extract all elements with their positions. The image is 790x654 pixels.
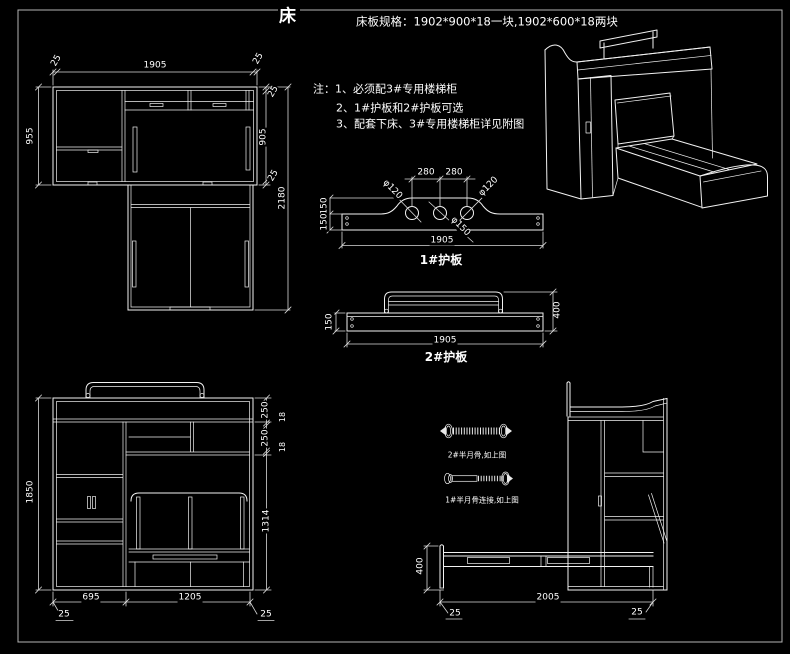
front-dim-250b: 250 <box>260 428 271 448</box>
front-dim-250a: 250 <box>260 400 271 420</box>
plan-dim-depth: 955 <box>25 126 36 146</box>
front-dim-18b: 18 <box>278 440 287 454</box>
guard2-dim-length: 1905 <box>432 335 458 346</box>
side-dim-inset-left: 25 <box>448 608 462 619</box>
side-dim-bed-height: 400 <box>415 556 426 576</box>
guard2-drawing <box>332 288 558 348</box>
plan-dim-inner-depth: 905 <box>258 127 269 147</box>
front-dim-width-right: 1205 <box>177 592 203 603</box>
guard2-dim-total-height: 400 <box>552 300 563 320</box>
board-spec: 床板规格：1902*900*18一块,1902*600*18两块 <box>355 14 619 29</box>
bolt-diagram-2 <box>440 423 512 439</box>
guard1-dim-height-lower: 150 <box>319 212 330 232</box>
drawing-title: 床 <box>278 6 300 27</box>
guard2-label: 2#护板 <box>423 350 469 364</box>
plan-dim-total-length: 2180 <box>277 185 288 211</box>
border-frame <box>17 9 783 643</box>
note-line-1: 注：1、必须配3#专用楼梯柜 <box>312 82 459 96</box>
front-dim-1314: 1314 <box>261 508 272 534</box>
guard1-dim-pitch-right: 280 <box>444 167 464 178</box>
front-dim-18a: 18 <box>278 410 287 424</box>
front-view-drawing <box>34 382 275 621</box>
side-bolt2-label: 2#半月骨,如上图 <box>446 450 508 460</box>
note-line-2: 2、1#护板和2#护板可选 <box>335 101 465 115</box>
iso-view-drawing <box>544 29 768 209</box>
front-dim-inset-left: 25 <box>57 609 71 620</box>
front-dim-inset-right: 25 <box>259 609 273 620</box>
guard1-dim-length: 1905 <box>429 235 455 246</box>
guard2-dim-board-height: 150 <box>324 312 335 332</box>
note-line-3: 3、配套下床、3#专用楼梯柜详见附图 <box>335 117 526 131</box>
bolt-diagram-1 <box>444 471 513 486</box>
front-dim-height: 1850 <box>25 479 36 505</box>
plan-dim-width: 1905 <box>142 60 168 71</box>
side-view-drawing <box>423 381 668 620</box>
guard1-dim-pitch-left: 280 <box>416 167 436 178</box>
plan-view-drawing <box>34 68 292 314</box>
guard1-label: 1#护板 <box>418 253 464 267</box>
side-bolt1-label: 1#半月骨连接,如上图 <box>444 495 520 505</box>
guard1-drawing <box>326 175 547 250</box>
front-dim-width-left: 695 <box>81 592 101 603</box>
side-dim-length: 2005 <box>535 592 561 603</box>
side-dim-inset-right: 25 <box>630 607 644 618</box>
